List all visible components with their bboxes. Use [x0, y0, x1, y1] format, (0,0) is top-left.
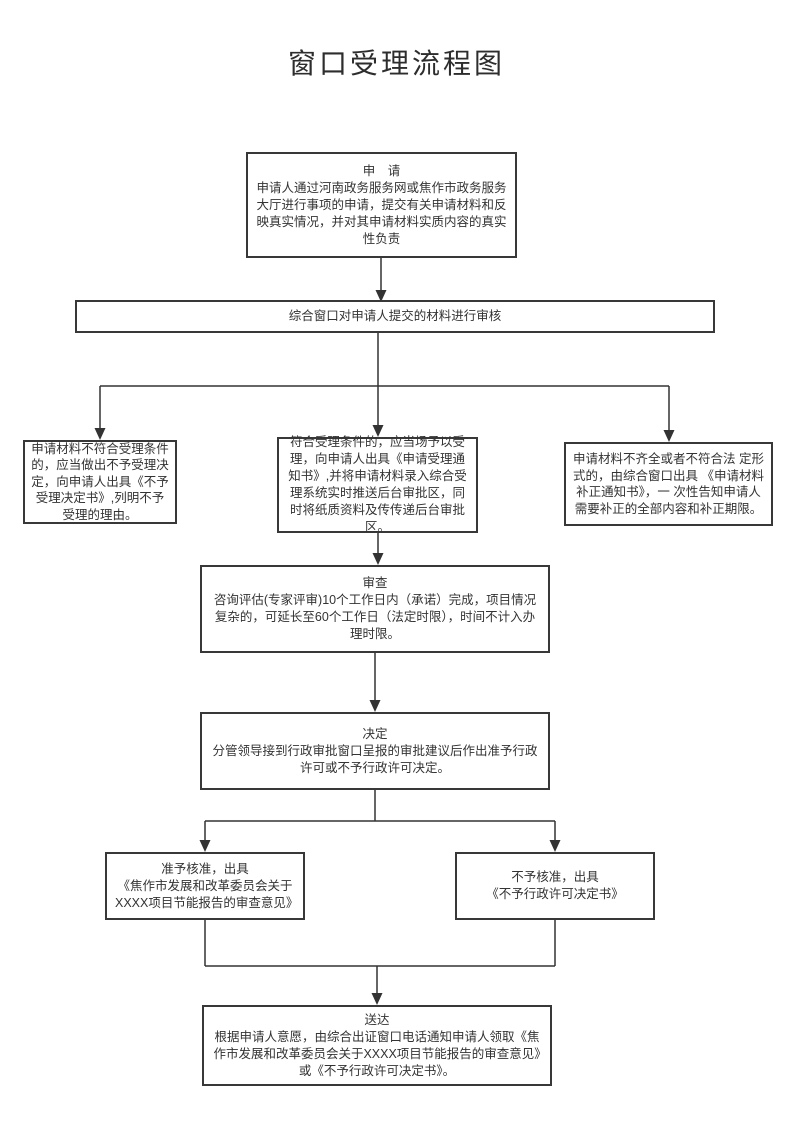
arrowhead [549, 840, 561, 852]
node-examine-body: 咨询评估(专家评审)10个工作日内（承诺）完成，项目情况复杂的，可延长至60个工… [213, 593, 537, 641]
node-decision-title: 决定 [362, 726, 388, 741]
node-disapprove: 不予核准，出具 《不予行政许可决定书》 [455, 852, 655, 920]
node-apply-title: 申 请 [362, 163, 401, 178]
node-reject: 申请材料不符合受理条件的，应当做出不予受理决定，向申请人出具《不予受理决定书》,… [23, 440, 177, 524]
node-accept: 符合受理条件的，应当场予以受理，向申请人出具《申请受理通知书》,并将申请材料录入… [277, 435, 478, 534]
node-apply: 申 请 申请人通过河南政务服务网或焦作市政务服务大厅进行事项的申请，提交有关申请… [246, 152, 517, 258]
node-apply-body: 申请人通过河南政务服务网或焦作市政务服务大厅进行事项的申请，提交有关申请材料和反… [256, 180, 507, 246]
arrowhead [369, 700, 381, 712]
node-supplement-body: 申请材料不齐全或者不符合法 定形式的，由综合窗口出具 《申请材料补正通知书》，一… [573, 452, 764, 516]
node-disapprove-body: 不予核准，出具 《不予行政许可决定书》 [486, 870, 624, 901]
arrowhead [371, 993, 383, 1005]
node-approve-body: 准予核准，出具 《焦作市发展和改革委员会关于XXXX项目节能报告的审查意见》 [115, 861, 299, 910]
node-approve: 准予核准，出具 《焦作市发展和改革委员会关于XXXX项目节能报告的审查意见》 [105, 852, 305, 920]
node-decision-body: 分管领导接到行政审批窗口呈报的审批建议后作出准予行政许可或不予行政许可决定。 [212, 743, 538, 775]
node-reject-body: 申请材料不符合受理条件的，应当做出不予受理决定，向申请人出具《不予受理决定书》,… [31, 441, 169, 522]
node-examine: 审查 咨询评估(专家评审)10个工作日内（承诺）完成，项目情况复杂的，可延长至6… [200, 565, 550, 653]
node-deliver: 送达 根据申请人意愿，由综合出证窗口电话通知申请人领取《焦作市发展和改革委员会关… [202, 1005, 552, 1086]
node-examine-title: 审查 [362, 576, 388, 590]
node-deliver-title: 送达 [364, 1012, 390, 1027]
node-supplement: 申请材料不齐全或者不符合法 定形式的，由综合窗口出具 《申请材料补正通知书》，一… [564, 442, 773, 526]
node-material-review: 综合窗口对申请人提交的材料进行审核 [75, 300, 715, 333]
arrowhead [94, 428, 106, 440]
arrowhead [663, 430, 675, 442]
page-title: 窗口受理流程图 [287, 48, 505, 79]
arrowheads [94, 290, 675, 1005]
node-deliver-body: 根据申请人意愿，由综合出证窗口电话通知申请人领取《焦作市发展和改革委员会关于XX… [213, 1029, 541, 1078]
node-material-review-body: 综合窗口对申请人提交的材料进行审核 [288, 309, 502, 323]
arrowhead [199, 840, 211, 852]
arrowhead [372, 553, 384, 565]
node-accept-body: 符合受理条件的，应当场予以受理，向申请人出具《申请受理通知书》,并将申请材料录入… [288, 435, 467, 534]
node-decision: 决定 分管领导接到行政审批窗口呈报的审批建议后作出准予行政许可或不予行政许可决定… [200, 712, 550, 790]
arrowhead [372, 425, 384, 437]
arrowhead [375, 290, 387, 302]
